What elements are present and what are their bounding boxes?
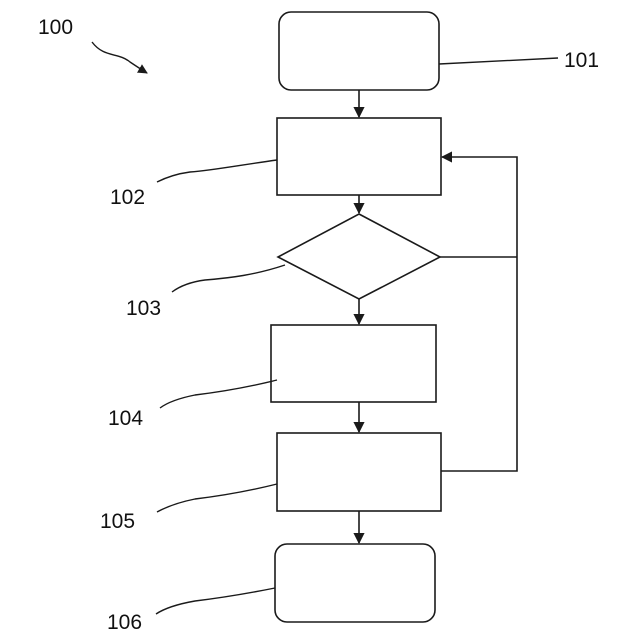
leader-103 [172,265,285,292]
leader-101 [439,58,558,64]
ref-label-106: 106 [107,611,142,634]
node-103-decision [278,214,440,299]
ref-label-102: 102 [110,186,145,209]
leader-102 [157,160,277,182]
ref-label-104: 104 [108,407,143,430]
figure-label: 100 [38,16,73,39]
edge-105-feedback-to-102 [441,157,517,471]
leader-105 [157,484,277,512]
node-106-end [275,544,435,622]
ref-label-105: 105 [100,510,135,533]
node-104-process [271,325,436,402]
leader-106 [156,588,275,614]
leader-104 [160,380,277,408]
node-101-start [279,12,439,90]
node-102-process [277,118,441,195]
node-105-process [277,433,441,511]
ref-label-101: 101 [564,49,599,72]
figure-label-arrow [92,42,147,73]
ref-label-103: 103 [126,297,161,320]
